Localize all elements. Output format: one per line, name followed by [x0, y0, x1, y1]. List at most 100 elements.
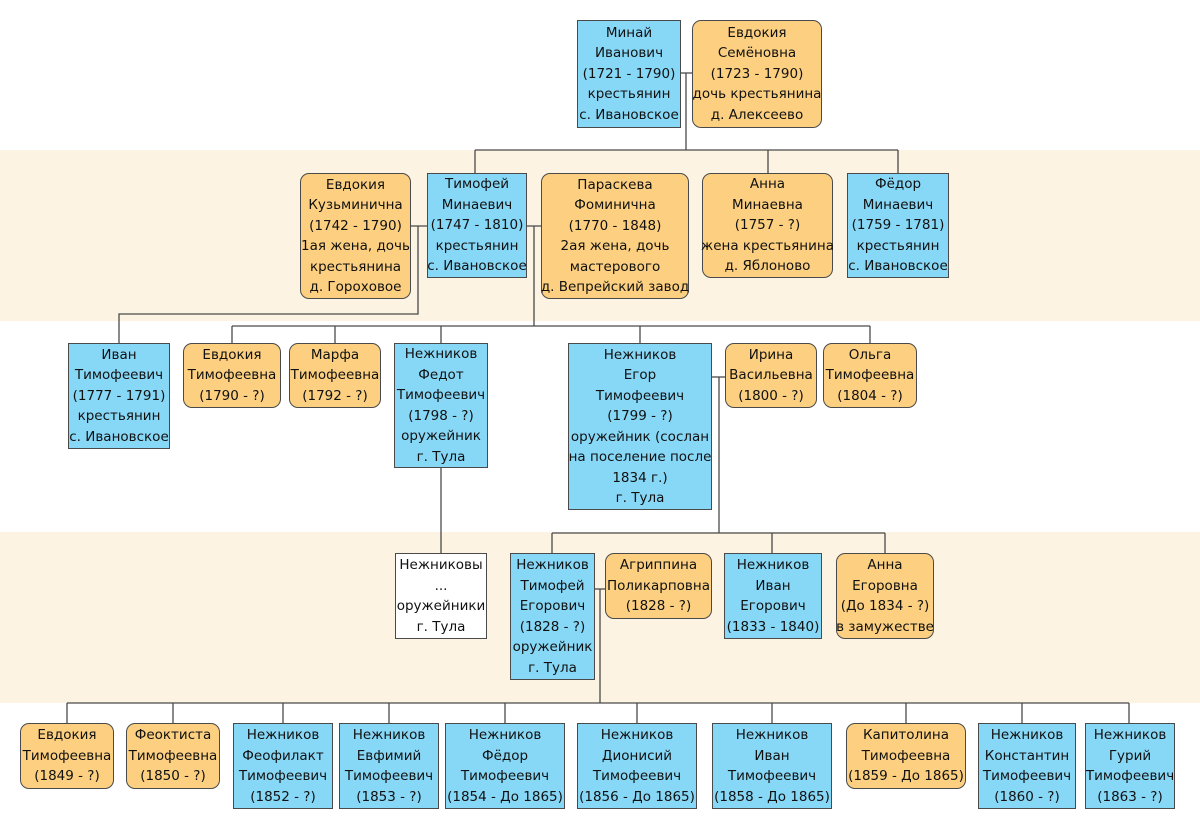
- person-text-line: Нежников: [468, 727, 542, 743]
- person-text-line: Семёновна: [717, 45, 797, 62]
- person-text-line: (1863 - ?): [1097, 788, 1163, 805]
- person-text-line: Тимофеевна: [187, 367, 277, 384]
- person-text-line: Тимофеевич: [238, 768, 328, 784]
- descent-line-gen1: [474, 73, 899, 173]
- person-text-line: оружейники: [396, 598, 486, 614]
- person-text-line: Тимофей: [444, 176, 510, 193]
- person-text-line: Федот: [418, 366, 464, 383]
- person-text-line: (1853 - ?): [356, 788, 422, 805]
- person-text-line: (1828 - ?): [519, 618, 586, 635]
- person-text-line: (До 1834 - ?): [840, 598, 930, 614]
- person-text-line: Евдокия: [325, 176, 386, 193]
- person-text-line: г. Тула: [416, 448, 466, 465]
- person-text-line: (1798 - ?): [408, 407, 474, 424]
- person-text-line: Кузьминична: [308, 197, 403, 213]
- person-text-line: (1790 - ?): [199, 387, 265, 404]
- person-text-line: Гурий: [1108, 747, 1152, 764]
- person-text-line: Минаевна: [732, 196, 803, 213]
- person-text-line: Тимофеевич: [727, 768, 817, 784]
- person-text-line: Тимофеевич: [592, 768, 682, 784]
- person-text-line: Евдокия: [202, 346, 262, 363]
- person-text-line: (1833 - 1840): [726, 618, 820, 635]
- person-text-line: Фоминична: [574, 197, 656, 213]
- person-text-line: с. Ивановское: [848, 258, 948, 275]
- person-text-line: крестьянин: [587, 86, 671, 103]
- person-text-line: Евфимий: [356, 747, 422, 764]
- person-text-line: (1792 - ?): [302, 387, 368, 404]
- person-text-line: Егорович: [740, 598, 806, 614]
- person-text-line: на поселение после: [568, 449, 712, 465]
- person-text-line: крестьянин: [435, 237, 519, 254]
- person-text-line: (1770 - 1848): [568, 217, 662, 234]
- person-text-line: Егор: [623, 367, 657, 383]
- person-text-line: (1852 - ?): [250, 788, 316, 805]
- descent-line-timofey-e: [66, 589, 1130, 723]
- person-text-line: с. Ивановское: [69, 428, 169, 445]
- person-text-line: Нежников: [990, 727, 1064, 743]
- person-text-line: Нежников: [735, 727, 809, 743]
- person-text-line: крестьянин: [856, 237, 940, 254]
- person-text-line: Марфа: [310, 346, 360, 363]
- person-text-line: Параскева: [577, 176, 653, 193]
- descent-line-first-wife: [118, 226, 419, 343]
- person-text-line: Тимофеевич: [595, 387, 685, 404]
- person-text-line: Егорович: [519, 598, 586, 614]
- person-text-line: (1747 - 1810): [430, 217, 524, 234]
- person-text-line: Нежников: [603, 346, 677, 363]
- person-text-line: жена крестьянина: [701, 237, 834, 254]
- person-text-line: Ольга: [848, 346, 892, 363]
- person-text-line: Тимофеевич: [344, 768, 434, 784]
- person-text-line: Иван: [754, 747, 790, 764]
- person-text-line: Нежниковы: [399, 557, 483, 573]
- person-text-line: Нежников: [736, 557, 810, 573]
- person-text-line: Ирина: [748, 346, 794, 363]
- person-text-line: Агриппина: [619, 557, 698, 574]
- person-text-line: Тимофеевна: [128, 747, 218, 764]
- person-text-line: (1859 - До 1865): [848, 768, 964, 785]
- person-text-line: (1849 - ?): [34, 768, 100, 785]
- person-text-line: (1858 - До 1865): [714, 788, 830, 805]
- person-text-line: Тимофеевна: [22, 747, 112, 764]
- person-text-line: Евдокия: [37, 727, 97, 744]
- person-text-line: г. Тула: [615, 490, 665, 506]
- person-text-line: (1804 - ?): [837, 387, 903, 404]
- person-text-line: Тимофеевич: [74, 367, 164, 384]
- person-text-line: Нежников: [352, 727, 426, 743]
- person-text-line: Нежников: [404, 346, 478, 362]
- person-text-line: Минаевич: [441, 196, 513, 213]
- person-text-line: Тимофеевна: [861, 747, 951, 764]
- person-text-line: Нежников: [1093, 727, 1167, 743]
- person-text-line: (1721 - 1790): [582, 65, 676, 82]
- person-text-line: ...: [434, 577, 448, 594]
- person-text-line: Нежников: [246, 727, 320, 743]
- person-text-line: Иван: [755, 577, 791, 594]
- person-text-line: с. Ивановское: [579, 106, 679, 123]
- person-text-line: г. Тула: [416, 618, 466, 635]
- person-text-line: (1800 - ?): [738, 387, 804, 404]
- person-text-line: Минай: [605, 24, 653, 41]
- person-text-line: Феофилакт: [242, 747, 324, 764]
- person-text-line: 1834 г.): [612, 469, 668, 486]
- person-text-line: Тимофеевич: [460, 768, 550, 784]
- person-text-line: в замужестве: [836, 618, 934, 635]
